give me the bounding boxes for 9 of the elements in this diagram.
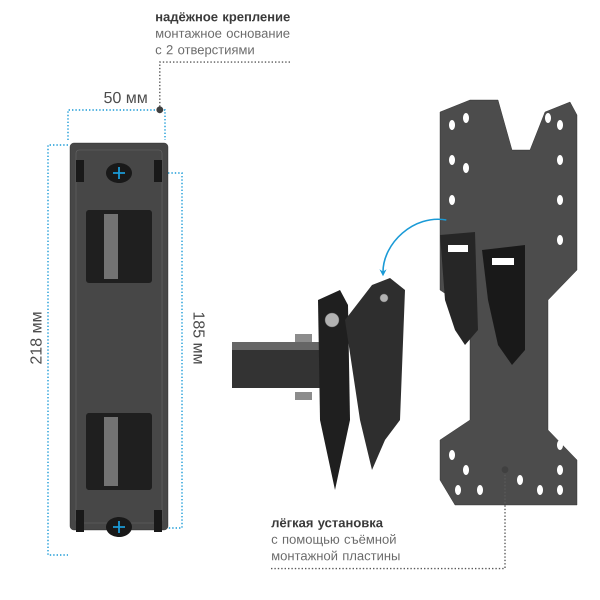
callout-text: надёжное крепление монтажное основание с 2 отверстиями: [156, 12, 290, 57]
mounting-plate-drawing: [440, 100, 578, 506]
leader-line: [156, 61, 290, 114]
leader-line: [271, 466, 508, 570]
callout-text: лёгкая установка с помощью съёмной монтажной пластины: [271, 518, 400, 560]
dimension-label: 50 мм: [104, 92, 147, 104]
arm-bracket-drawing: [232, 278, 405, 490]
dimension-label: 218 мм: [30, 312, 42, 364]
dimension-label: 185 мм: [193, 312, 205, 364]
